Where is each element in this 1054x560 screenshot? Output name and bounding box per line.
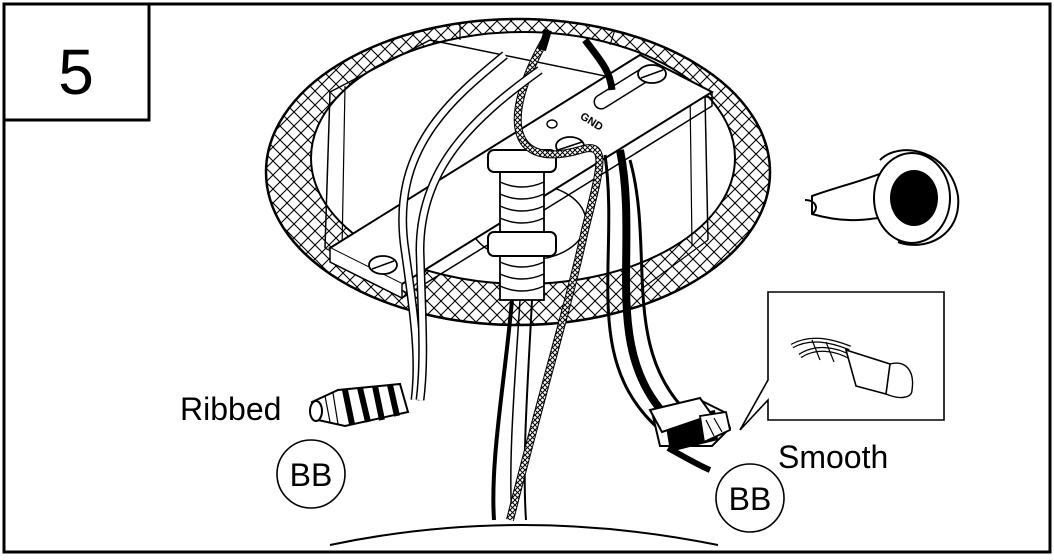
white-wires <box>398 51 543 401</box>
ribbed-label: Ribbed <box>180 391 281 427</box>
black-wires <box>582 37 692 432</box>
threaded-nipple <box>487 149 557 301</box>
electrical-tape-icon <box>804 149 960 246</box>
part-badge-right: BB <box>715 463 785 533</box>
wire-twist-inset-icon <box>739 291 945 431</box>
smooth-label: Smooth <box>778 439 888 475</box>
bracket-screw-right <box>637 64 667 84</box>
part-badge-right-label: BB <box>729 481 772 517</box>
fan-housing-top <box>329 524 719 546</box>
bracket-screw-left <box>368 255 398 275</box>
ribbed-wire-nut <box>309 382 410 428</box>
step-number: 5 <box>58 36 94 108</box>
part-badge-left: BB <box>276 439 346 509</box>
lock-nut <box>487 231 557 257</box>
step-number-box: 5 <box>2 2 151 122</box>
fan-wires <box>491 299 533 521</box>
smooth-wire-nut <box>648 396 732 473</box>
part-badge-left-label: BB <box>290 457 333 493</box>
